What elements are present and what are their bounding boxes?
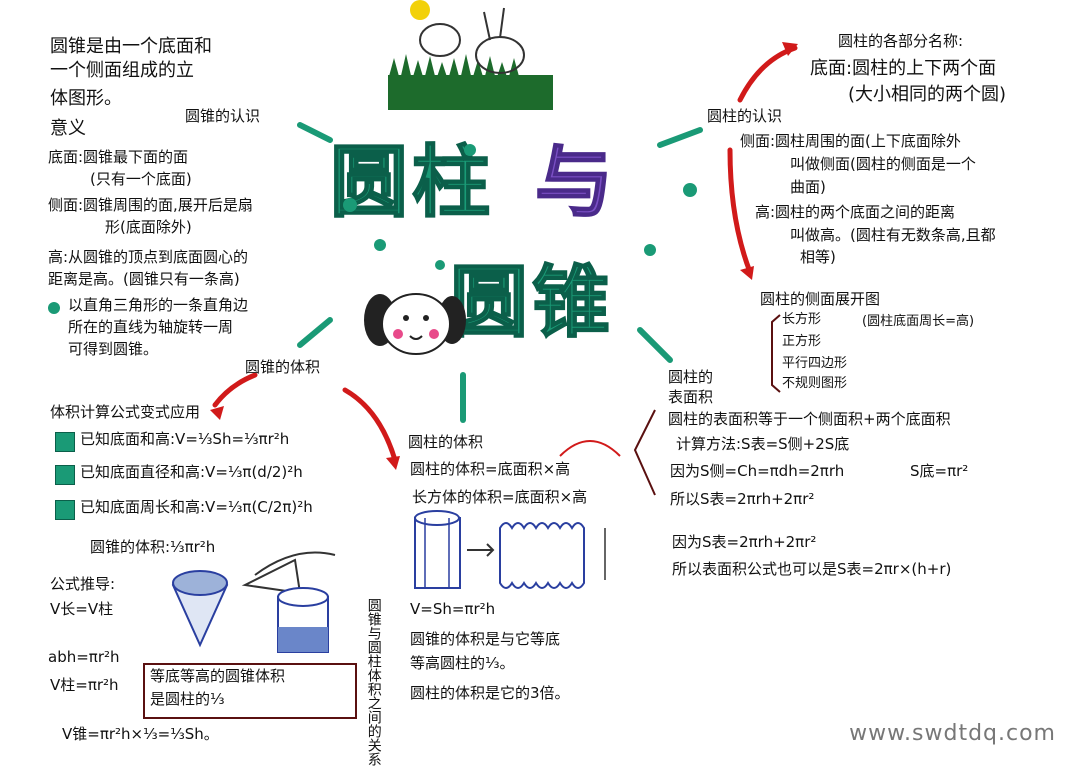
cyl-line-0: 底面:圆柱的上下两个面	[810, 58, 997, 79]
watermark: www.swdtdq.com	[849, 721, 1056, 746]
bullet-square-2	[55, 500, 75, 520]
cone-line-0: 圆锥是由一个底面和	[50, 36, 212, 57]
relation-line-2: 圆柱的体积是它的3倍。	[410, 684, 570, 702]
cone-line-10: 以直角三角形的一条直角边	[68, 296, 249, 314]
cone-formula-line: 圆锥的体积:⅓πr²h	[90, 538, 216, 556]
boxed-line-0: 等底等高的圆锥体积	[150, 667, 286, 685]
title-and: 与	[534, 137, 618, 229]
unfold-item-3: 不规则图形	[782, 376, 848, 391]
cone-line-9: 距离是高。(圆锥只有一条高)	[48, 270, 240, 288]
cone-line-12: 可得到圆锥。	[68, 340, 159, 358]
cone-line-2: 体图形。	[50, 88, 122, 109]
unfold-item-1: 正方形	[782, 334, 822, 349]
cyl-line-4: 曲面)	[790, 178, 826, 196]
cone-app-1: 已知底面直径和高:V=⅓π(d/2)²h	[80, 463, 303, 481]
dog-face-illustration	[364, 293, 466, 355]
cylinder-slicing-sketch	[414, 510, 606, 589]
bullet-square-0	[55, 432, 75, 452]
cyl-volume-line-1: 长方体的体积=底面积×高	[412, 488, 588, 506]
cone-volume-header: 圆锥的体积	[245, 358, 321, 376]
cyl-line-6: 叫做高。(圆柱有无数条高,且都	[790, 226, 996, 244]
title-cone: 圆锥	[449, 257, 615, 349]
cylinder-names-header: 圆柱的各部分名称:	[838, 32, 964, 50]
surface-line-4: 因为S表=2πrh+2πr²	[672, 533, 817, 551]
cone-app-0: 已知底面和高:V=⅓Sh=⅓πr²h	[80, 430, 290, 448]
cone-app-2: 已知底面周长和高:V=⅓π(C/2π)²h	[80, 498, 313, 516]
bullet-dot	[48, 302, 60, 314]
derive-line-0: V长=V柱	[50, 600, 114, 618]
cyl-volume-header: 圆柱的体积	[408, 433, 484, 451]
cone-line-5: (只有一个底面)	[90, 170, 192, 188]
surface-line-5: 所以表面积公式也可以是S表=2πr×(h+r)	[672, 560, 952, 578]
derive-header: 公式推导:	[50, 575, 116, 593]
cone-cylinder-sketch	[171, 558, 329, 653]
cone-line-11: 所在的直线为轴旋转一周	[68, 318, 234, 336]
unfold-item-2: 平行四边形	[782, 356, 848, 371]
surface-side-formula: S底=πr²	[910, 462, 969, 480]
cone-final-formula: V锥=πr²h×⅓=⅓Sh。	[62, 725, 219, 743]
surface-line-0: 圆柱的表面积等于一个侧面积+两个底面积	[668, 410, 951, 428]
boxed-line-1: 是圆柱的⅓	[150, 690, 225, 708]
surface-header-2: 表面积	[668, 388, 714, 406]
relation-line-1: 等高圆柱的⅓。	[410, 654, 515, 672]
surface-line-2: 因为S侧=Ch=πdh=2πrh	[670, 462, 845, 480]
derive-line-1: abh=πr²h	[48, 648, 120, 666]
cone-line-4: 底面:圆锥最下面的面	[48, 148, 189, 166]
relation-line-0: 圆锥的体积是与它等底	[410, 630, 561, 648]
bullet-square-1	[55, 465, 75, 485]
boxed-note	[143, 663, 357, 719]
surface-header-1: 圆柱的	[668, 368, 714, 386]
derive-line-2: V柱=πr²h	[50, 676, 119, 694]
cyl-line-5: 高:圆柱的两个底面之间的距离	[755, 203, 956, 221]
cone-line-8: 高:从圆锥的顶点到底面圆心的	[48, 248, 249, 266]
cyl-volume-line-0: 圆柱的体积=底面积×高	[410, 460, 571, 478]
cone-apps-header: 体积计算公式变式应用	[50, 403, 201, 421]
surface-line-3: 所以S表=2πrh+2πr²	[670, 490, 815, 508]
unfold-note: (圆柱底面周长=高)	[862, 314, 975, 329]
title-cylinder: 圆柱	[329, 137, 495, 229]
cone-line-7: 形(底面除外)	[105, 218, 192, 236]
bunny-grass-illustration	[388, 0, 553, 110]
relation-vertical-label: 圆锥与圆柱体积之间的关系	[365, 598, 382, 766]
cyl-line-7: 相等)	[800, 248, 836, 266]
unfold-item-0: 长方形	[782, 312, 822, 327]
cone-recognition-header: 圆锥的认识	[185, 107, 261, 125]
unfold-header: 圆柱的侧面展开图	[760, 290, 881, 308]
cone-line-6: 侧面:圆锥周围的面,展开后是扇	[48, 196, 253, 214]
cyl-line-2: 侧面:圆柱周围的面(上下底面除外	[740, 132, 961, 150]
cyl-volume-formula: V=Sh=πr²h	[410, 600, 496, 618]
cone-line-1: 一个侧面组成的立	[50, 60, 194, 81]
cone-line-3: 意义	[50, 118, 86, 139]
surface-line-1: 计算方法:S表=S侧+2S底	[676, 435, 850, 453]
cylinder-recognition-header: 圆柱的认识	[707, 107, 783, 125]
cyl-line-1: (大小相同的两个圆)	[848, 84, 1007, 105]
cyl-line-3: 叫做侧面(圆柱的侧面是一个	[790, 155, 976, 173]
